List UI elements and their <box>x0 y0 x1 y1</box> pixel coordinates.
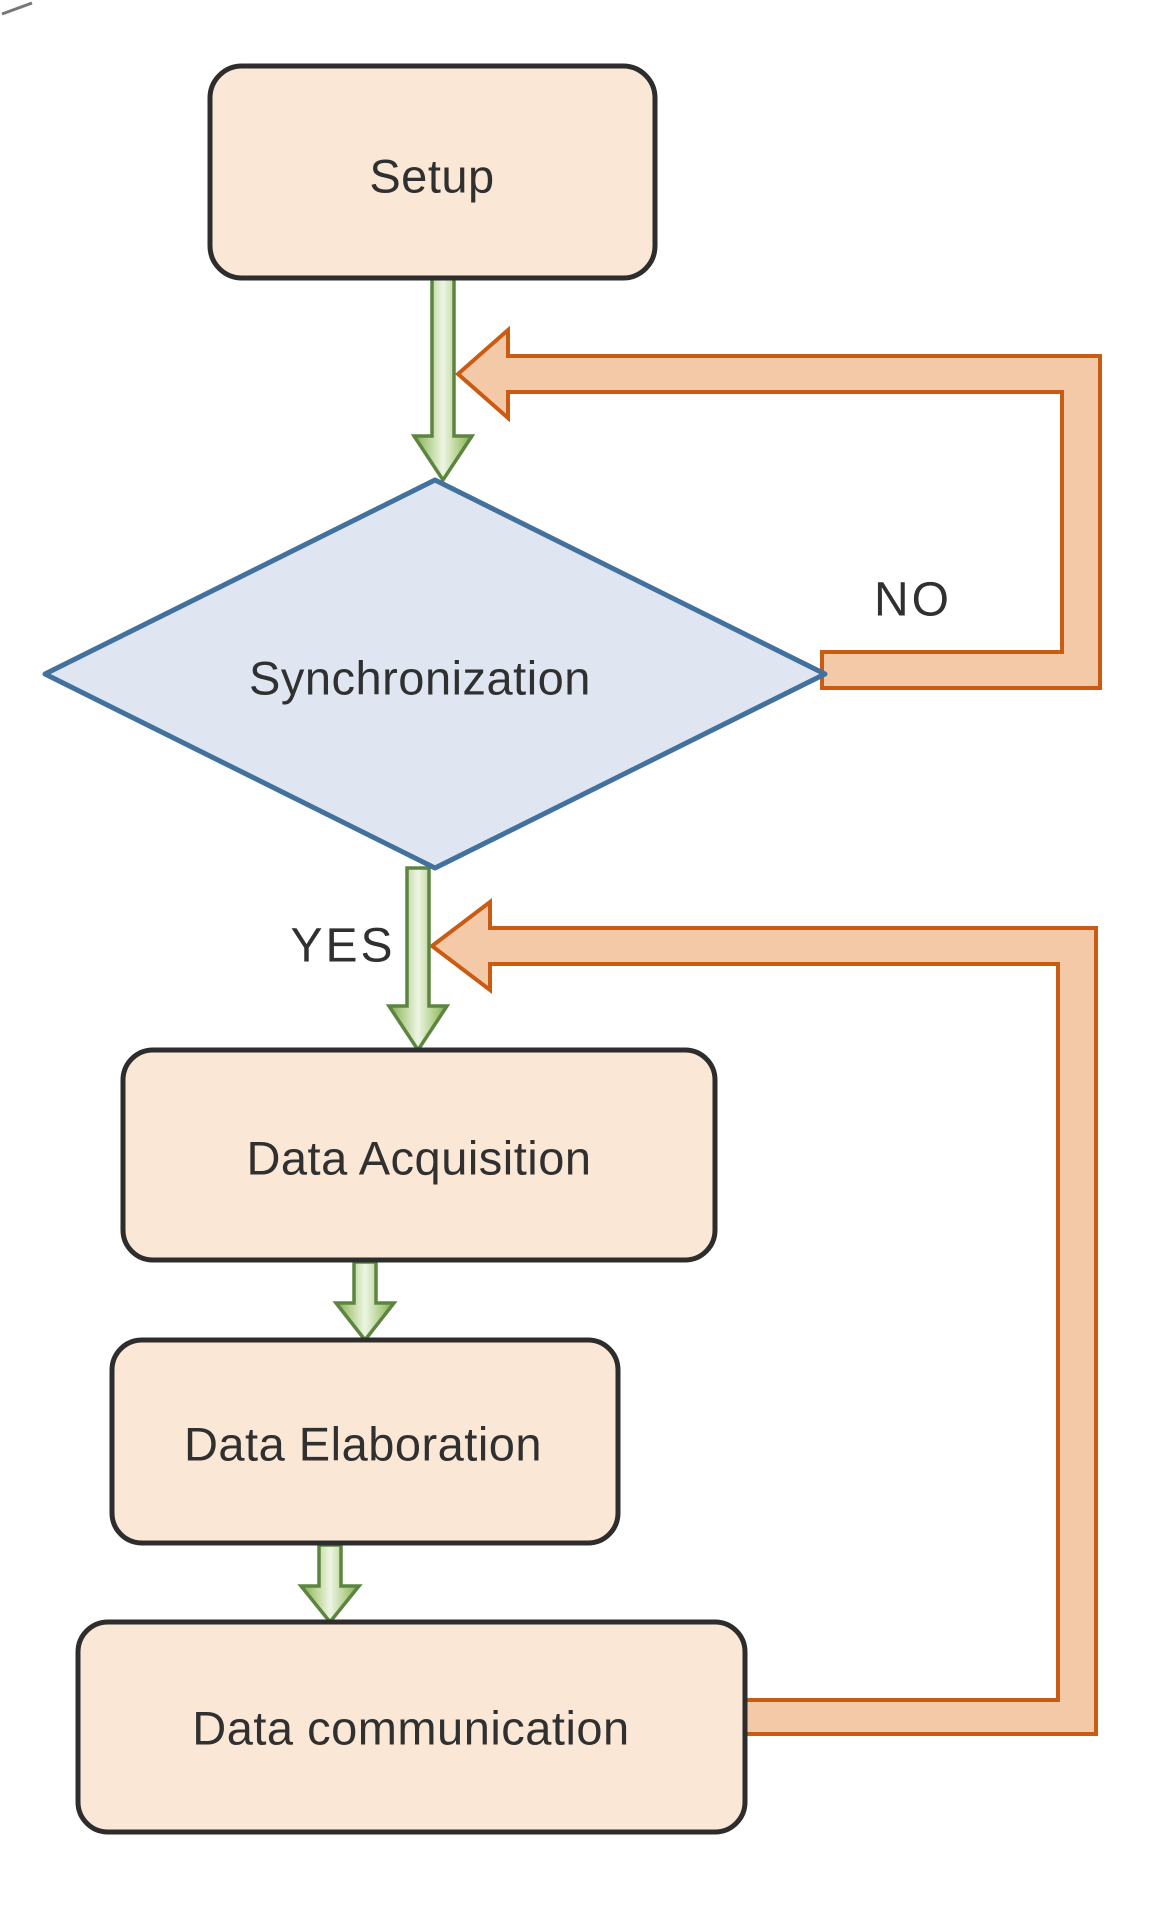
node-label-data-communication: Data communication <box>192 1702 629 1755</box>
edge-label-no: NO <box>874 574 952 627</box>
node-label-data-elaboration: Data Elaboration <box>184 1418 542 1471</box>
green-arrow-data-elaboration-to-data-communication <box>297 1543 363 1625</box>
node-data-elaboration <box>109 1337 621 1546</box>
edge-label-yes: YES <box>290 920 395 973</box>
node-label-synchronization: Synchronization <box>249 652 591 705</box>
node-label-setup: Setup <box>369 150 494 203</box>
scan-artifact-mark <box>1 1 33 16</box>
node-setup <box>207 63 658 281</box>
green-arrow-data-acquisition-to-data-elaboration <box>332 1260 398 1343</box>
node-data-acquisition <box>120 1047 718 1263</box>
node-synchronization-decision <box>42 477 828 871</box>
orange-loopback-yes-arrow <box>428 897 1098 1736</box>
green-arrow-setup-to-synchronization <box>410 276 476 484</box>
node-data-communication <box>75 1619 748 1835</box>
node-label-data-acquisition: Data Acquisition <box>246 1132 591 1185</box>
green-arrow-synchronization-to-data-acquisition <box>385 866 451 1054</box>
